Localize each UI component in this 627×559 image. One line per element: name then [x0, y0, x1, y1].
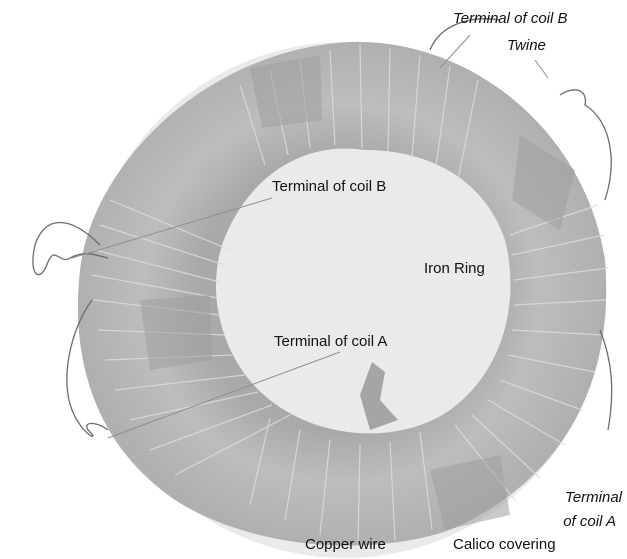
label-terminal-coil-a-right-line1: Terminal — [540, 489, 622, 507]
label-calico-covering: Calico covering — [453, 536, 556, 554]
label-iron-ring: Iron Ring — [424, 260, 485, 278]
label-copper-wire: Copper wire — [305, 536, 386, 554]
label-terminal-coil-a-inner: Terminal of coil A — [274, 333, 387, 351]
label-terminal-coil-b-inner: Terminal of coil B — [272, 178, 386, 196]
label-terminal-coil-b-top: Terminal of coil B — [453, 10, 568, 28]
wire-right-coil-a — [600, 330, 612, 430]
iron-ring — [78, 42, 608, 558]
label-terminal-coil-a-right-line2: of coil A — [540, 513, 616, 531]
label-twine: Twine — [507, 37, 546, 55]
leader-terminal-b-top — [440, 35, 470, 68]
leader-twine — [535, 60, 548, 78]
